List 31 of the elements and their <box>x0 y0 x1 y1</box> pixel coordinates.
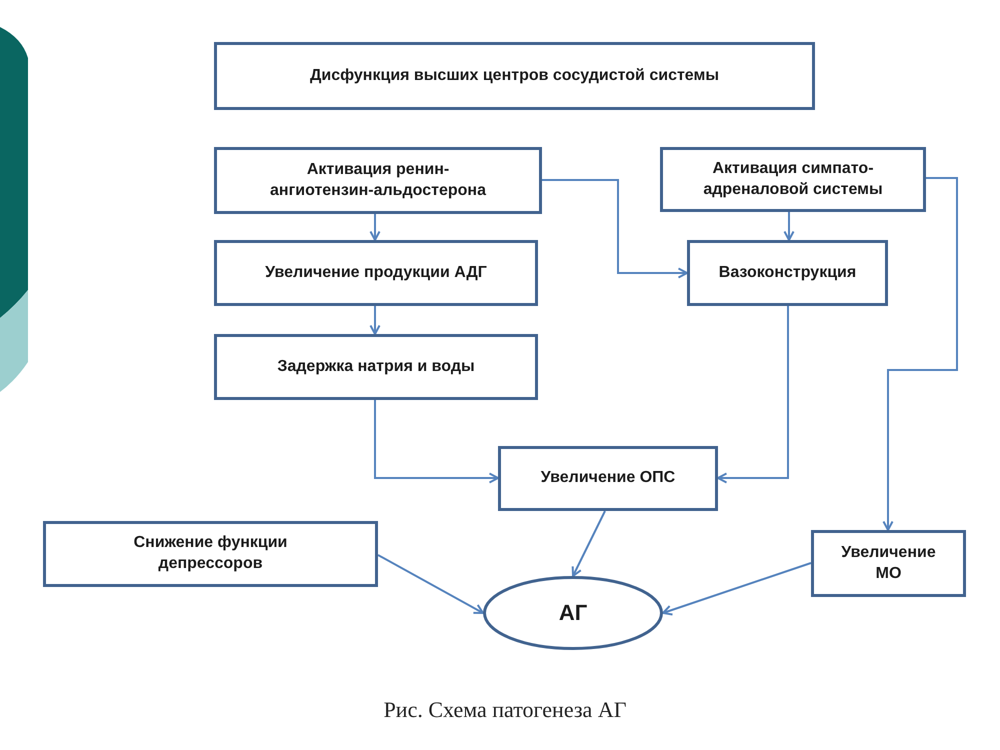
box-text: Снижение функции депрессоров <box>132 533 288 574</box>
process-box <box>214 240 538 306</box>
process-box <box>43 521 378 587</box>
connector-arrow <box>572 510 606 577</box>
box-text: Задержка натрия и воды <box>277 356 475 377</box>
connector-arrow <box>717 306 789 484</box>
process-box <box>811 530 966 597</box>
box-text: Увеличение ОПС <box>540 468 676 488</box>
connector-arrow <box>542 179 688 278</box>
process-box <box>214 42 815 110</box>
connector-arrow <box>662 562 812 616</box>
outcome-ellipse <box>483 576 663 650</box>
box-text: Увеличение МО <box>840 542 937 584</box>
box-text: Увеличение продукции АДГ <box>265 262 487 283</box>
ellipse-label: АГ <box>558 598 588 627</box>
figure-caption: Рис. Схема патогенеза АГ <box>382 697 628 723</box>
box-text: Активация ренин-ангиотензин-альдостерона <box>269 160 488 200</box>
connector-arrow <box>370 306 380 335</box>
process-box <box>687 240 888 306</box>
process-box <box>660 147 926 212</box>
box-text: Активация симпато-адреналовой системы <box>702 158 884 200</box>
connector-arrow <box>882 177 958 531</box>
box-text: Вазоконструкция <box>718 262 856 283</box>
box-text: Дисфункция высших центров сосудистой системы <box>310 66 719 86</box>
connector-arrow <box>370 214 380 241</box>
connector-arrow <box>374 400 499 484</box>
process-box <box>214 334 538 400</box>
process-box <box>498 446 718 511</box>
process-box <box>214 147 542 214</box>
connector-arrow <box>784 212 794 241</box>
connector-arrow <box>378 554 484 614</box>
